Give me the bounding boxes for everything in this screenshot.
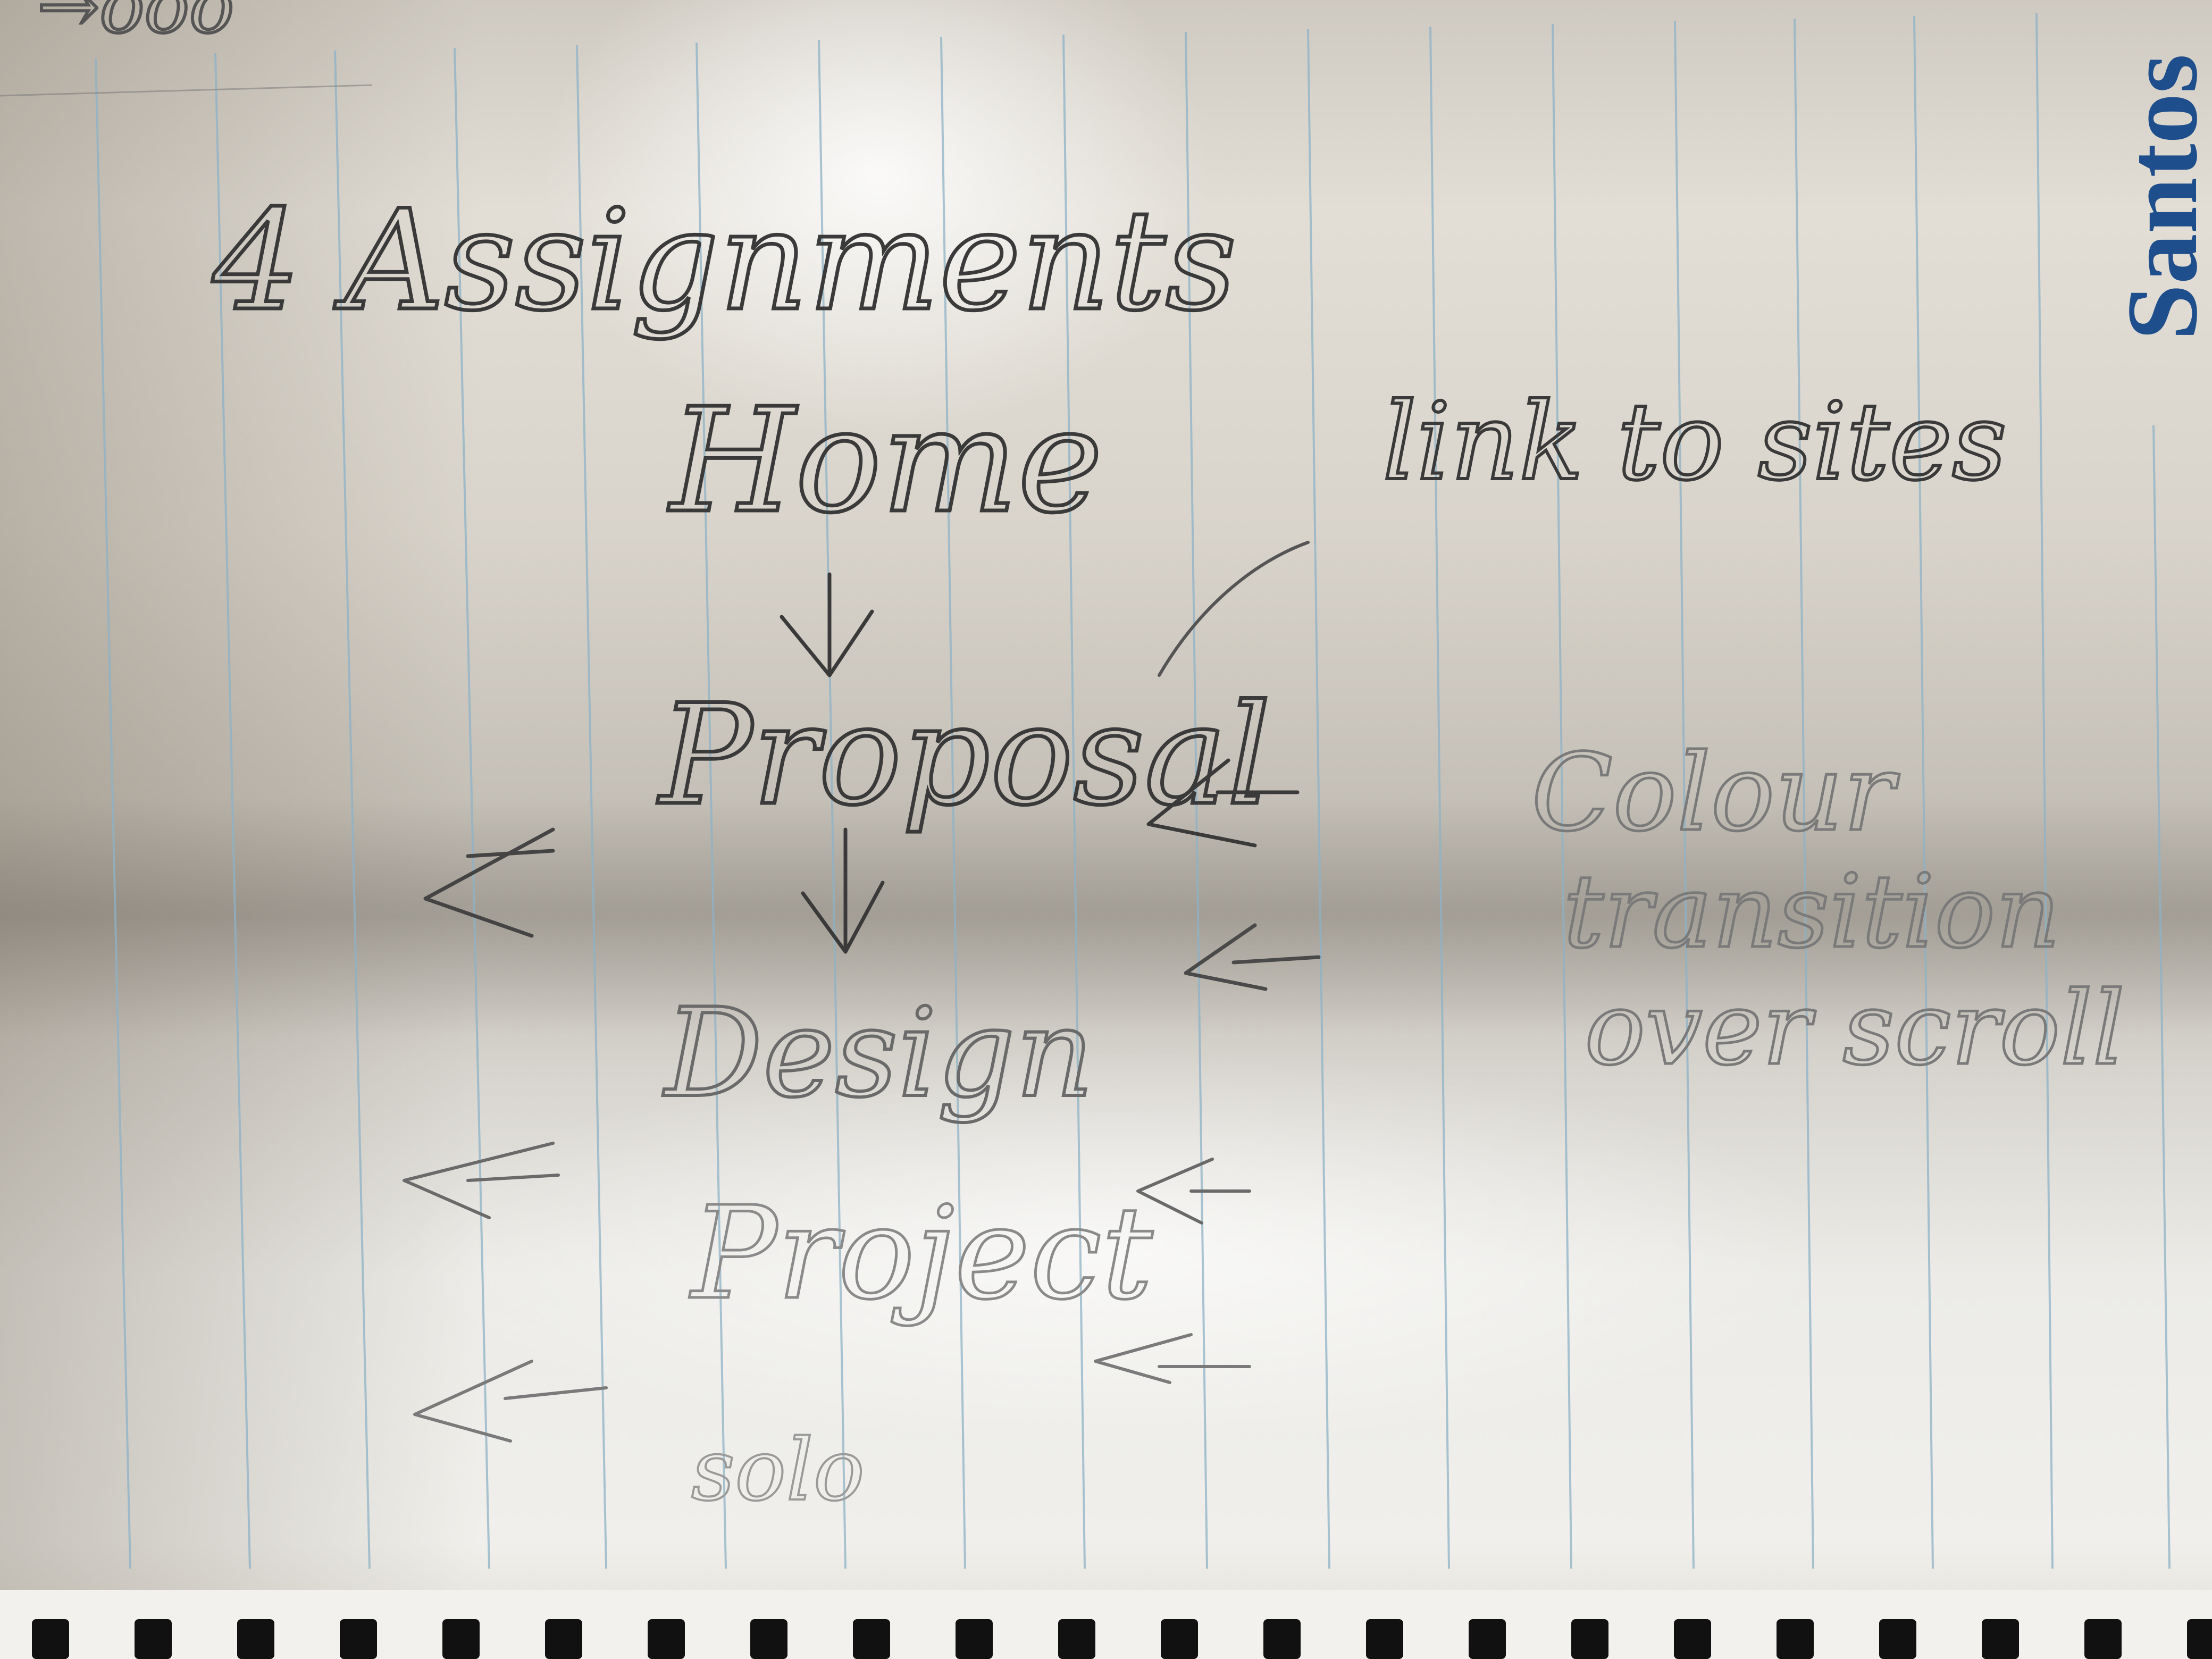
- binding-hole: [442, 1619, 480, 1659]
- binding-hole: [1982, 1619, 2019, 1659]
- right-arrow-3: [1136, 1158, 1251, 1225]
- binding-hole: [2187, 1619, 2212, 1659]
- side-note-link-to-sites: link to sites: [1382, 380, 2007, 504]
- binding-hole: [1879, 1619, 1916, 1659]
- right-arrow-4: [1094, 1333, 1251, 1384]
- flow-item-project: Project: [689, 1179, 1153, 1328]
- binding-hole: [1571, 1619, 1608, 1659]
- left-arrow-3: [413, 1360, 608, 1443]
- santos-logo: Santos: [2107, 54, 2212, 340]
- heading: 4 Assignments: [211, 181, 1237, 341]
- right-arrow-2: [1184, 923, 1321, 991]
- down-arrow-2: [801, 827, 885, 954]
- binding-hole: [545, 1619, 582, 1659]
- binding-hole: [2084, 1619, 2122, 1659]
- binding-hole: [648, 1619, 685, 1659]
- side-note-over-scroll: over scroll: [1585, 970, 2125, 1087]
- flow-item-home: Home: [668, 377, 1103, 544]
- binding-hole: [956, 1619, 993, 1659]
- left-arrow-2: [403, 1142, 560, 1219]
- binding-hole: [1263, 1619, 1301, 1659]
- binding-hole: [853, 1619, 890, 1659]
- binding-hole: [1777, 1619, 1814, 1659]
- left-arrow-1: [423, 827, 555, 938]
- shadow-left: [0, 0, 479, 1659]
- flow-item-proposal: Proposal: [657, 675, 1271, 836]
- binding-hole: [750, 1619, 787, 1659]
- flow-item-solo: solo: [691, 1420, 865, 1520]
- binding-hole: [1058, 1619, 1095, 1659]
- connector-curve: [1158, 541, 1310, 677]
- shadow-band: [0, 798, 2212, 1037]
- binding-hole: [1161, 1619, 1198, 1659]
- corner-scribble: →ooo: [37, 0, 234, 50]
- binding-hole: [1469, 1619, 1506, 1659]
- binding-hole: [135, 1619, 172, 1659]
- right-arrow-1: [1146, 758, 1300, 848]
- binding-hole: [237, 1619, 274, 1659]
- side-note-colour: Colour: [1531, 731, 1900, 855]
- binding-hole: [340, 1619, 377, 1659]
- spiral-binding: [0, 1590, 2212, 1659]
- flow-item-design: Design: [663, 983, 1094, 1125]
- binding-hole: [1366, 1619, 1403, 1659]
- down-arrow-1: [780, 572, 874, 677]
- binding-hole: [1674, 1619, 1711, 1659]
- binding-hole: [32, 1619, 69, 1659]
- side-note-transition: transition: [1563, 853, 2060, 970]
